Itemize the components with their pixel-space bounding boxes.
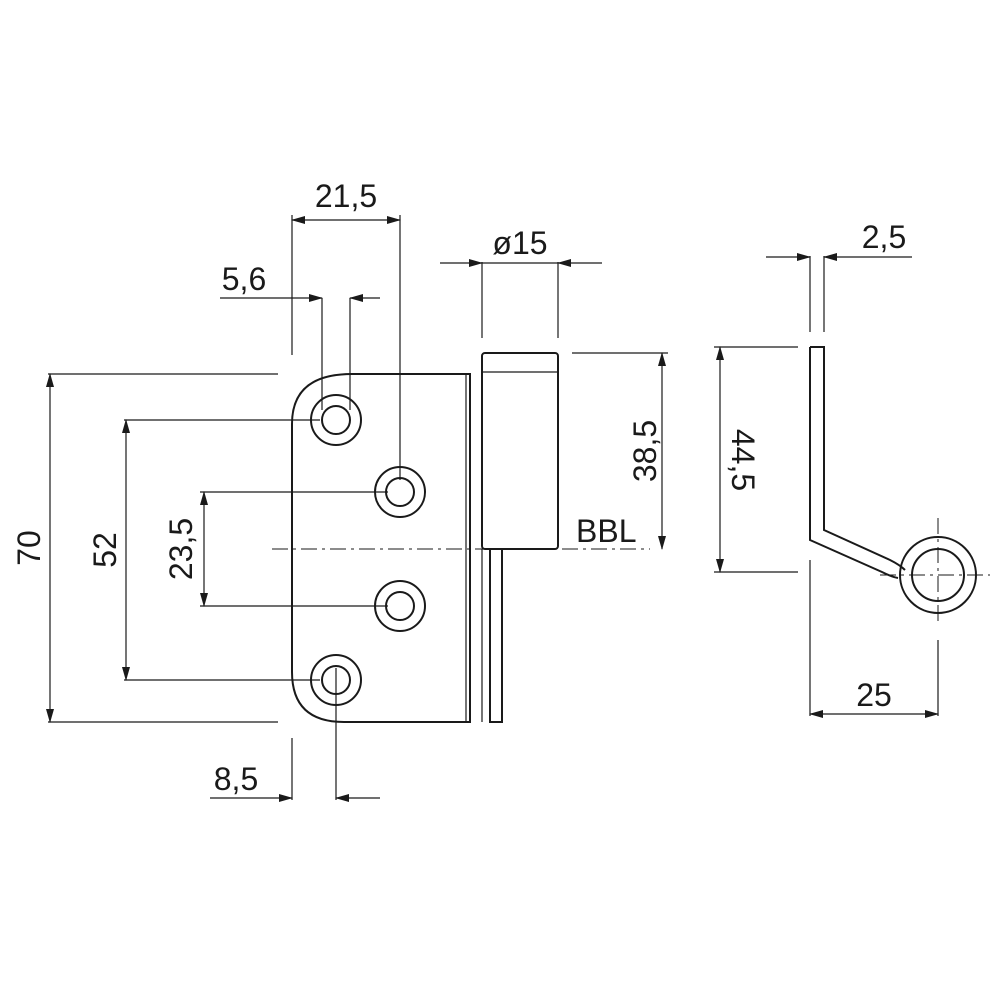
dim-label-d15: ø15 — [492, 225, 547, 261]
dim-label-70: 70 — [11, 530, 47, 566]
side-view-dimensions: 2,5 44,5 25 — [714, 219, 939, 718]
lower-strip — [489, 549, 503, 723]
dim-label-5-6: 5,6 — [222, 261, 266, 297]
dim-label-38-5: 38,5 — [627, 420, 663, 482]
side-view — [809, 346, 990, 626]
front-view-dimensions: 21,5 5,6 ø15 70 52 23,5 38,5 B — [11, 178, 668, 802]
hinge-leaf-outline — [291, 373, 471, 723]
dim-label-44-5: 44,5 — [725, 429, 761, 491]
bbl-label: BBL — [576, 513, 636, 549]
dim-label-23-5: 23,5 — [163, 518, 199, 580]
dim-label-2-5: 2,5 — [862, 219, 906, 255]
dim-label-52: 52 — [87, 532, 123, 568]
knuckle-barrel — [481, 352, 559, 550]
dim-label-8-5: 8,5 — [214, 761, 258, 797]
dim-label-21-5: 21,5 — [315, 178, 377, 214]
side-profile-outline — [809, 346, 906, 579]
dim-label-25: 25 — [856, 677, 892, 713]
